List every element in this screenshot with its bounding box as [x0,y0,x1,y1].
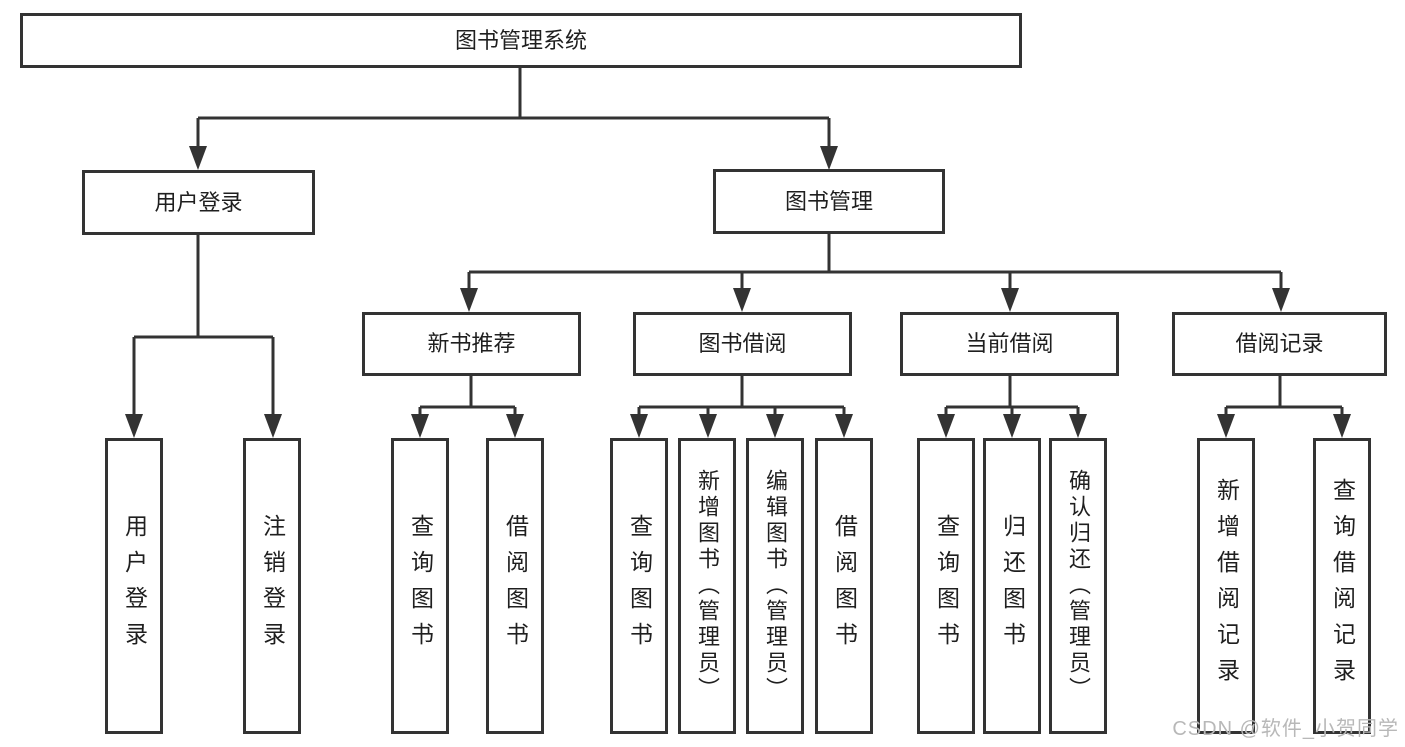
node-leaf-query-book-current: 查询图书 [917,438,975,734]
node-current-borrowing: 当前借阅 [900,312,1119,376]
node-book-borrowing: 图书借阅 [633,312,852,376]
node-leaf-add-book-admin: 新增图书（管理员） [678,438,736,734]
node-leaf-edit-book-admin: 编辑图书（管理员） [746,438,804,734]
node-new-book-recommend: 新书推荐 [362,312,581,376]
node-leaf-query-book-recommend: 查询图书 [391,438,449,734]
node-borrowing-records: 借阅记录 [1172,312,1387,376]
node-leaf-logout: 注销登录 [243,438,301,734]
node-leaf-confirm-return-admin: 确认归还（管理员） [1049,438,1107,734]
node-root-system: 图书管理系统 [20,13,1022,68]
arrowhead-icons [125,146,1351,438]
node-leaf-borrow-book: 借阅图书 [815,438,873,734]
node-user-login-branch: 用户登录 [82,170,315,235]
node-leaf-add-borrow-record: 新增借阅记录 [1197,438,1255,734]
node-leaf-query-book-borrowing: 查询图书 [610,438,668,734]
watermark: CSDN @软件_小贺同学 [1172,718,1399,740]
node-leaf-query-borrow-record: 查询借阅记录 [1313,438,1371,734]
node-leaf-user-login: 用户登录 [105,438,163,734]
node-leaf-borrow-book-recommend: 借阅图书 [486,438,544,734]
node-book-management-branch: 图书管理 [713,169,945,234]
node-leaf-return-book: 归还图书 [983,438,1041,734]
